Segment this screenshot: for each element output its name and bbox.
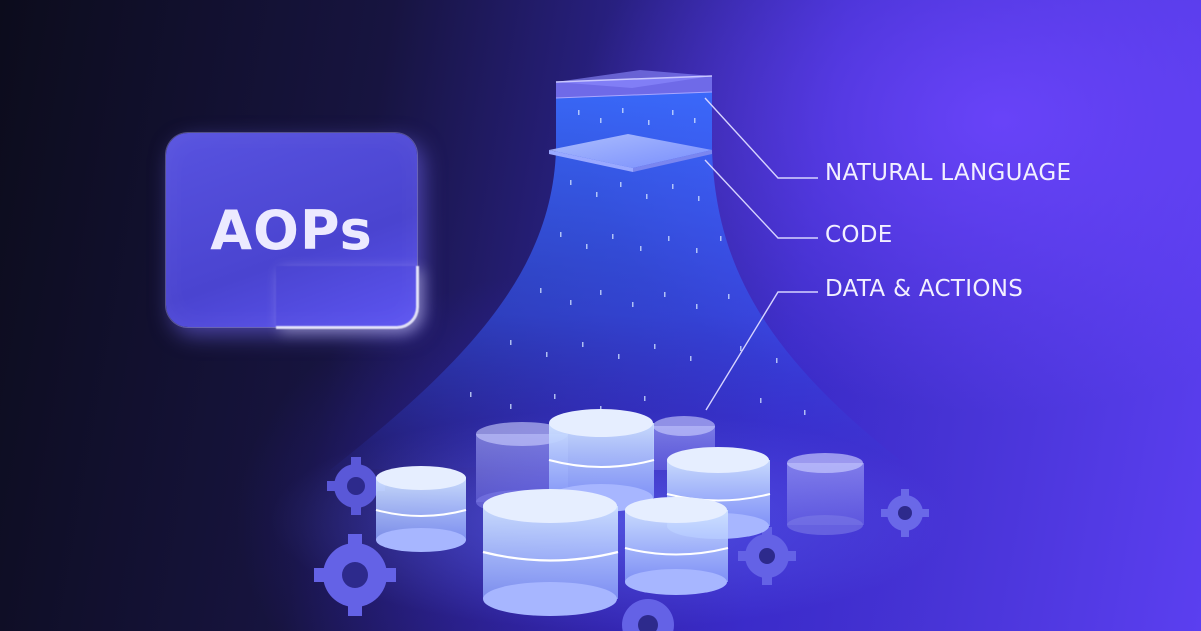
aops-card: AOPs xyxy=(166,133,417,327)
database-cylinder xyxy=(625,497,728,595)
natural-language-label: NATURAL LANGUAGE xyxy=(825,160,1071,186)
database-cylinder-back xyxy=(787,453,864,535)
code-label: CODE xyxy=(825,222,893,248)
data-actions-label: DATA & ACTIONS xyxy=(825,276,1023,302)
database-cylinder xyxy=(483,489,618,616)
aops-title: AOPs xyxy=(210,199,372,262)
database-cylinder xyxy=(376,466,466,552)
